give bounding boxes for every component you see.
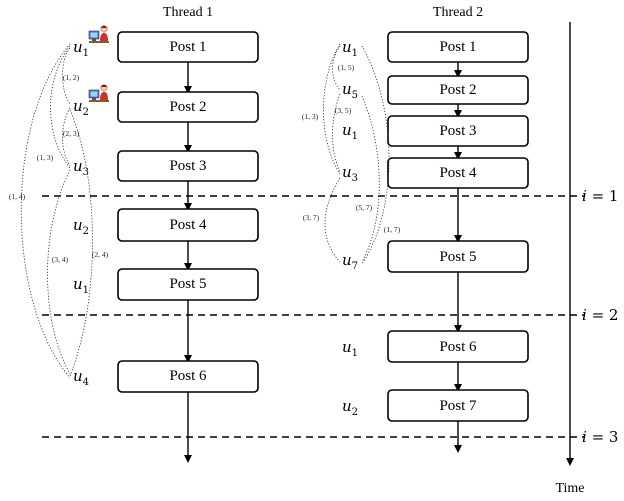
pair-label: (1, 5) — [338, 63, 355, 72]
thread-1-post: Post 3 — [117, 150, 259, 182]
post-label: Post 4 — [169, 217, 207, 233]
interaction-curve — [69, 109, 93, 377]
interval-label-3: i = 3 — [582, 428, 618, 446]
thread-2-post: Post 7 — [387, 389, 529, 422]
thread-2-user: u5 — [342, 80, 358, 101]
post-label: Post 5 — [439, 249, 476, 265]
interval-label-2: i = 2 — [582, 306, 618, 324]
thread-1-post: Post 4 — [117, 208, 259, 242]
interaction-curve — [20, 43, 71, 379]
pair-label: (3, 5) — [335, 106, 352, 115]
interaction-curve — [361, 95, 380, 263]
thread-2-user: u2 — [342, 397, 358, 418]
thread-2-post: Post 4 — [387, 157, 529, 189]
thread-2-post: Post 3 — [387, 115, 529, 147]
pair-label: (1, 7) — [384, 225, 401, 234]
person-at-computer-icon — [88, 84, 109, 102]
pair-label: (1, 3) — [37, 153, 54, 162]
thread-2-post: Post 6 — [387, 330, 529, 363]
interval-label-1: i = 1 — [582, 187, 618, 205]
interaction-curve — [62, 107, 71, 167]
thread-1-post: Post 2 — [117, 91, 259, 123]
pair-label: (1, 2) — [63, 73, 80, 82]
thread-2: Post 1 Post 2 Post 3 Post 4 Post 5 Post … — [302, 31, 529, 453]
interaction-curve — [332, 45, 341, 91]
thread-1-title: Thread 1 — [163, 5, 213, 20]
thread-1-user: u2 — [73, 97, 89, 118]
thread-2-user: u3 — [342, 163, 358, 184]
thread-1-user: u2 — [73, 216, 89, 237]
post-label: Post 6 — [169, 368, 207, 384]
time-axis-label: Time — [555, 481, 584, 496]
pair-label: (5, 7) — [356, 203, 373, 212]
person-at-computer-icon — [88, 25, 109, 43]
thread-1-user: u1 — [73, 275, 89, 296]
pair-label: (3, 7) — [303, 213, 320, 222]
post-label: Post 2 — [169, 99, 206, 115]
thread-1-user: u4 — [73, 367, 89, 388]
interaction-curve — [361, 45, 390, 265]
post-label: Post 5 — [169, 276, 206, 292]
post-label: Post 2 — [439, 82, 476, 98]
pair-label: (3, 4) — [52, 255, 69, 264]
thread-2-title: Thread 2 — [433, 5, 483, 20]
post-label: Post 1 — [439, 39, 476, 55]
thread-1: Post 1 Post 2 Post 3 Post 4 Post 5 Post … — [9, 25, 259, 463]
thread-1-post: Post 6 — [117, 360, 259, 393]
thread-2-user: u1 — [342, 121, 358, 142]
thread-1-post: Post 1 — [117, 31, 259, 63]
post-label: Post 1 — [169, 39, 206, 55]
interaction-curve — [332, 93, 341, 173]
thread-1-user: u3 — [73, 157, 89, 178]
interaction-curve — [50, 45, 71, 169]
thread-2-user: u1 — [342, 38, 358, 59]
interaction-curve — [324, 177, 341, 263]
pair-label: (1, 3) — [302, 112, 319, 121]
interaction-curve — [47, 169, 71, 375]
thread-1-user: u1 — [73, 38, 89, 59]
pair-label: (2, 3) — [63, 129, 80, 138]
post-label: Post 6 — [439, 339, 477, 355]
thread-2-post: Post 1 — [387, 31, 529, 63]
thread-2-user: u1 — [342, 338, 358, 359]
pair-label: (2, 4) — [92, 250, 109, 259]
interaction-curve — [62, 47, 71, 105]
post-label: Post 3 — [169, 158, 206, 174]
pair-label: (1, 4) — [9, 192, 26, 201]
post-label: Post 4 — [439, 165, 477, 181]
thread-2-post: Post 2 — [387, 75, 529, 105]
thread-2-user: u7 — [342, 251, 358, 272]
post-label: Post 7 — [439, 398, 477, 414]
post-label: Post 3 — [439, 123, 476, 139]
thread-2-post: Post 5 — [387, 240, 529, 273]
thread-1-post: Post 5 — [117, 268, 259, 301]
